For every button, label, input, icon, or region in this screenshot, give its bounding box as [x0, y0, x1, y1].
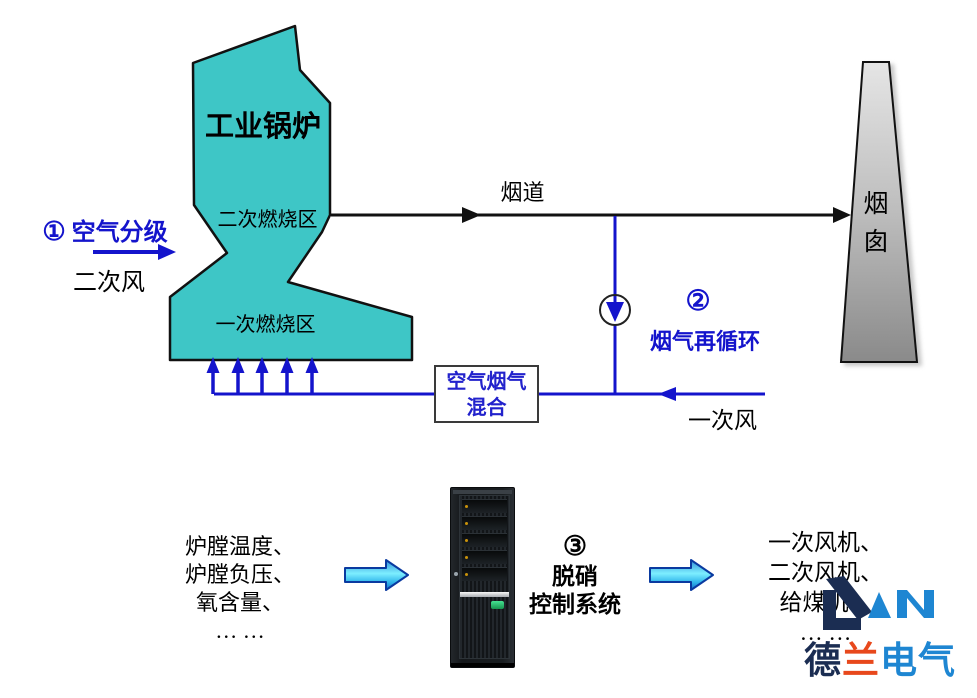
output-line: 一次风机、 [768, 530, 883, 555]
chimney-label: 烟囱 [863, 191, 889, 256]
rack-top-cap [453, 490, 512, 494]
flue-gas-recirculation-label: 烟气再循环 [649, 329, 760, 354]
rack-unit [462, 516, 507, 530]
brand-logo: 德兰电气 [800, 570, 977, 681]
rack-led-green [491, 601, 504, 609]
mixing-box-line2: 混合 [466, 397, 507, 419]
chimney-shape [839, 61, 919, 363]
air-staging-label: ① 空气分级 [30, 212, 180, 247]
rack-mesh-door [459, 495, 510, 659]
input-line: 氧含量、 [195, 590, 284, 615]
mixing-box [434, 365, 539, 423]
flue-duct-arrowhead-icon [462, 207, 481, 223]
primary-air-arrowhead-icon [658, 387, 676, 401]
mixing-box-label: 空气烟气 混合 [435, 369, 538, 421]
rack-led-amber [465, 505, 468, 508]
inputs-text-block: 炉膛温度、 炉膛负压、 氧含量、 … … [155, 533, 325, 645]
step1-badge: ① [42, 217, 66, 246]
input-line: … … [215, 618, 265, 643]
step2-badge: ② [685, 286, 711, 317]
dlan-mark-icon [823, 576, 934, 630]
denox-control-system-label: ③ 脱硝 控制系统 [518, 529, 632, 619]
denox-line1: 脱硝 [552, 564, 598, 589]
boiler-title: 工业锅炉 [204, 111, 321, 143]
logo-char: 电 [880, 640, 918, 681]
rack-led-amber [465, 573, 468, 576]
output-line: 二次风机、 [768, 560, 883, 585]
rack-unit [462, 567, 507, 581]
rack-unit [462, 533, 507, 547]
control-cabinet-image [450, 487, 515, 668]
logo-char: 德 [804, 640, 842, 681]
input-line: 炉膛温度、 [184, 534, 295, 559]
denox-line2: 控制系统 [529, 592, 621, 617]
brand-logo-text: 德兰电气 [804, 630, 974, 684]
rack-led-amber [465, 556, 468, 559]
secondary-air-label: 二次风 [73, 270, 145, 296]
rack-unit [462, 550, 507, 564]
rack-silver-bar [460, 592, 509, 597]
air-staging-text: 空气分级 [71, 220, 168, 246]
rack-led-amber [465, 522, 468, 525]
flue-duct-label: 烟道 [500, 180, 545, 205]
primary-air-label: 一次风 [688, 408, 757, 433]
burner-air-arrows [206, 357, 319, 394]
boiler-shape [168, 24, 414, 362]
air-staging-arrowhead-icon [158, 244, 176, 260]
flow-arrow-outputs-icon [649, 559, 714, 591]
rack-led-amber [465, 539, 468, 542]
flow-arrow-inputs-icon [344, 559, 409, 591]
secondary-combustion-zone-label: 二次燃烧区 [217, 209, 318, 231]
fan-symbol-arrowhead-icon [606, 302, 624, 322]
mixing-box-line1: 空气烟气 [446, 371, 527, 393]
input-line: 炉膛负压、 [184, 562, 295, 587]
chimney-inlet-arrowhead-icon [833, 207, 851, 223]
primary-combustion-zone-label: 一次燃烧区 [215, 314, 316, 336]
logo-char: 气 [918, 640, 956, 681]
rack-base [451, 663, 514, 667]
logo-char: 兰 [842, 640, 880, 681]
rack-unit [462, 499, 507, 513]
step3-badge: ③ [562, 531, 588, 561]
rack-handle [454, 572, 458, 576]
